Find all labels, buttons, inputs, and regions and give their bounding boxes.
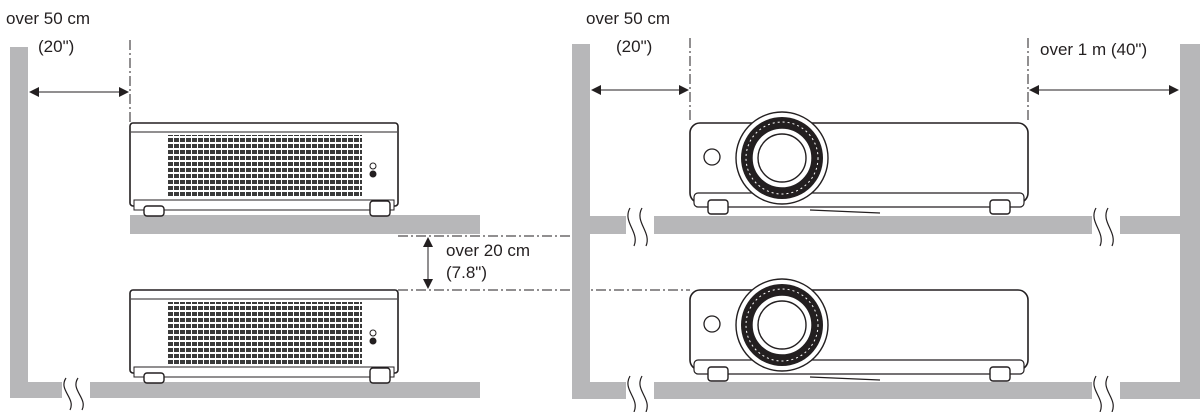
projector-side-view-lower [129, 289, 399, 384]
projector-front-view-lower [689, 278, 1029, 382]
projector-front-view-upper [689, 111, 1029, 215]
right-clearance-label: over 50 cm [586, 9, 671, 28]
left-wall-structure [10, 47, 480, 398]
left-clearance-inches-label: (20") [38, 37, 75, 56]
right-wall-structure [572, 44, 1200, 399]
vertical-clearance-inches-label: (7.8") [446, 263, 487, 282]
right-clearance-inches-label: (20") [616, 37, 653, 56]
projector-side-view-upper [129, 122, 399, 217]
right-floor-break-marks [626, 206, 1120, 412]
vertical-clearance-label: over 20 cm [446, 241, 531, 260]
left-clearance-label: over 50 cm [6, 9, 91, 28]
left-floor-break-mark [62, 376, 90, 411]
rear-clearance-label: over 1 m (40") [1040, 40, 1148, 59]
